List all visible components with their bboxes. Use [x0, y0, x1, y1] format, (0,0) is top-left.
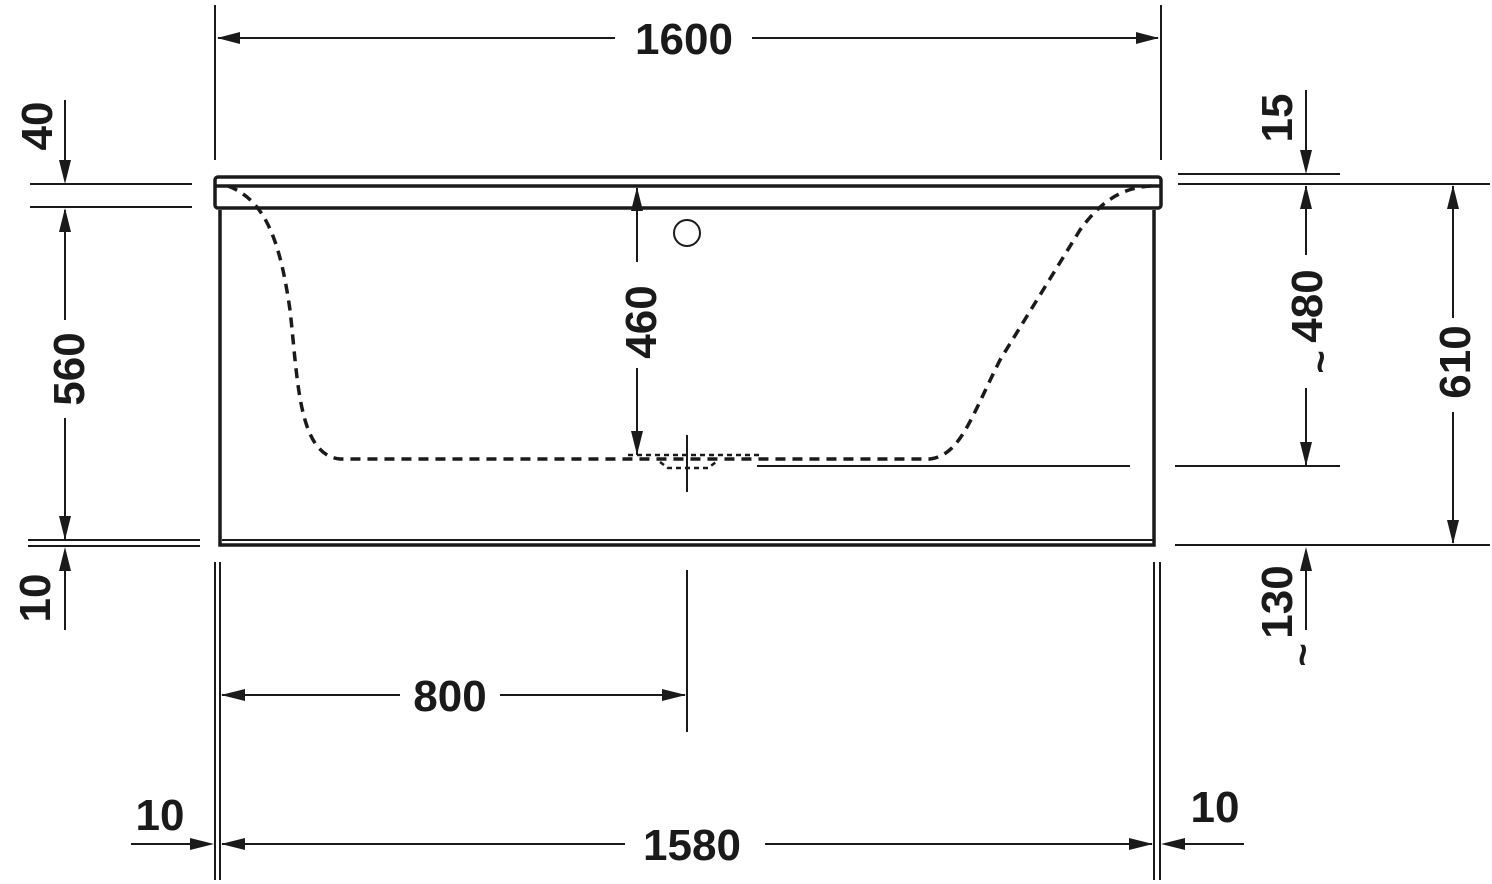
basin-dashed-line	[227, 184, 1156, 461]
approx-symbol-480: ~	[1299, 350, 1343, 373]
dimension-panel-width: 1580	[221, 821, 1153, 870]
inner-basin-profile	[227, 184, 1156, 492]
dim-label-480: 480	[1283, 269, 1332, 342]
overflow-icon	[673, 219, 701, 247]
dim-label-40: 40	[13, 102, 62, 151]
dim-label-1580: 1580	[643, 821, 741, 870]
dim-label-15: 15	[1253, 94, 1302, 143]
dimension-foot-height: 130 ~	[1253, 547, 1325, 667]
dim-label-1600: 1600	[635, 15, 733, 64]
dim-label-10-left: 10	[136, 791, 185, 840]
dimension-right-offset: 10	[1161, 783, 1244, 850]
dim-label-10-right: 10	[1191, 783, 1240, 832]
dimension-center-offset: 800	[221, 672, 686, 721]
dim-label-800: 800	[413, 672, 486, 721]
dimension-inner-depth: 460	[617, 187, 666, 455]
dim-label-560: 560	[45, 332, 94, 405]
bathtub-outline	[213, 175, 1163, 547]
tub-rim	[213, 175, 1163, 210]
dimension-overall-width: 1600	[214, 5, 1162, 160]
dimension-overall-height: 610	[1175, 185, 1490, 546]
bottom-extension-lines	[214, 562, 1161, 880]
front-panel	[218, 210, 1156, 547]
dim-label-610: 610	[1431, 325, 1480, 398]
dimension-left-offset: 10	[131, 791, 214, 850]
dim-label-130: 130	[1253, 565, 1302, 638]
dim-label-460: 460	[617, 285, 666, 358]
dimension-bottom-gap: 10	[11, 539, 200, 630]
dimension-panel-height: 560	[45, 208, 94, 540]
dimension-rim-height: 40	[13, 100, 192, 208]
dimension-water-depth: 480 ~	[1175, 185, 1343, 467]
dimension-rim-offset: 15	[1178, 90, 1490, 185]
approx-symbol-130: ~	[1281, 643, 1325, 666]
dim-label-10-vertical: 10	[11, 574, 60, 623]
